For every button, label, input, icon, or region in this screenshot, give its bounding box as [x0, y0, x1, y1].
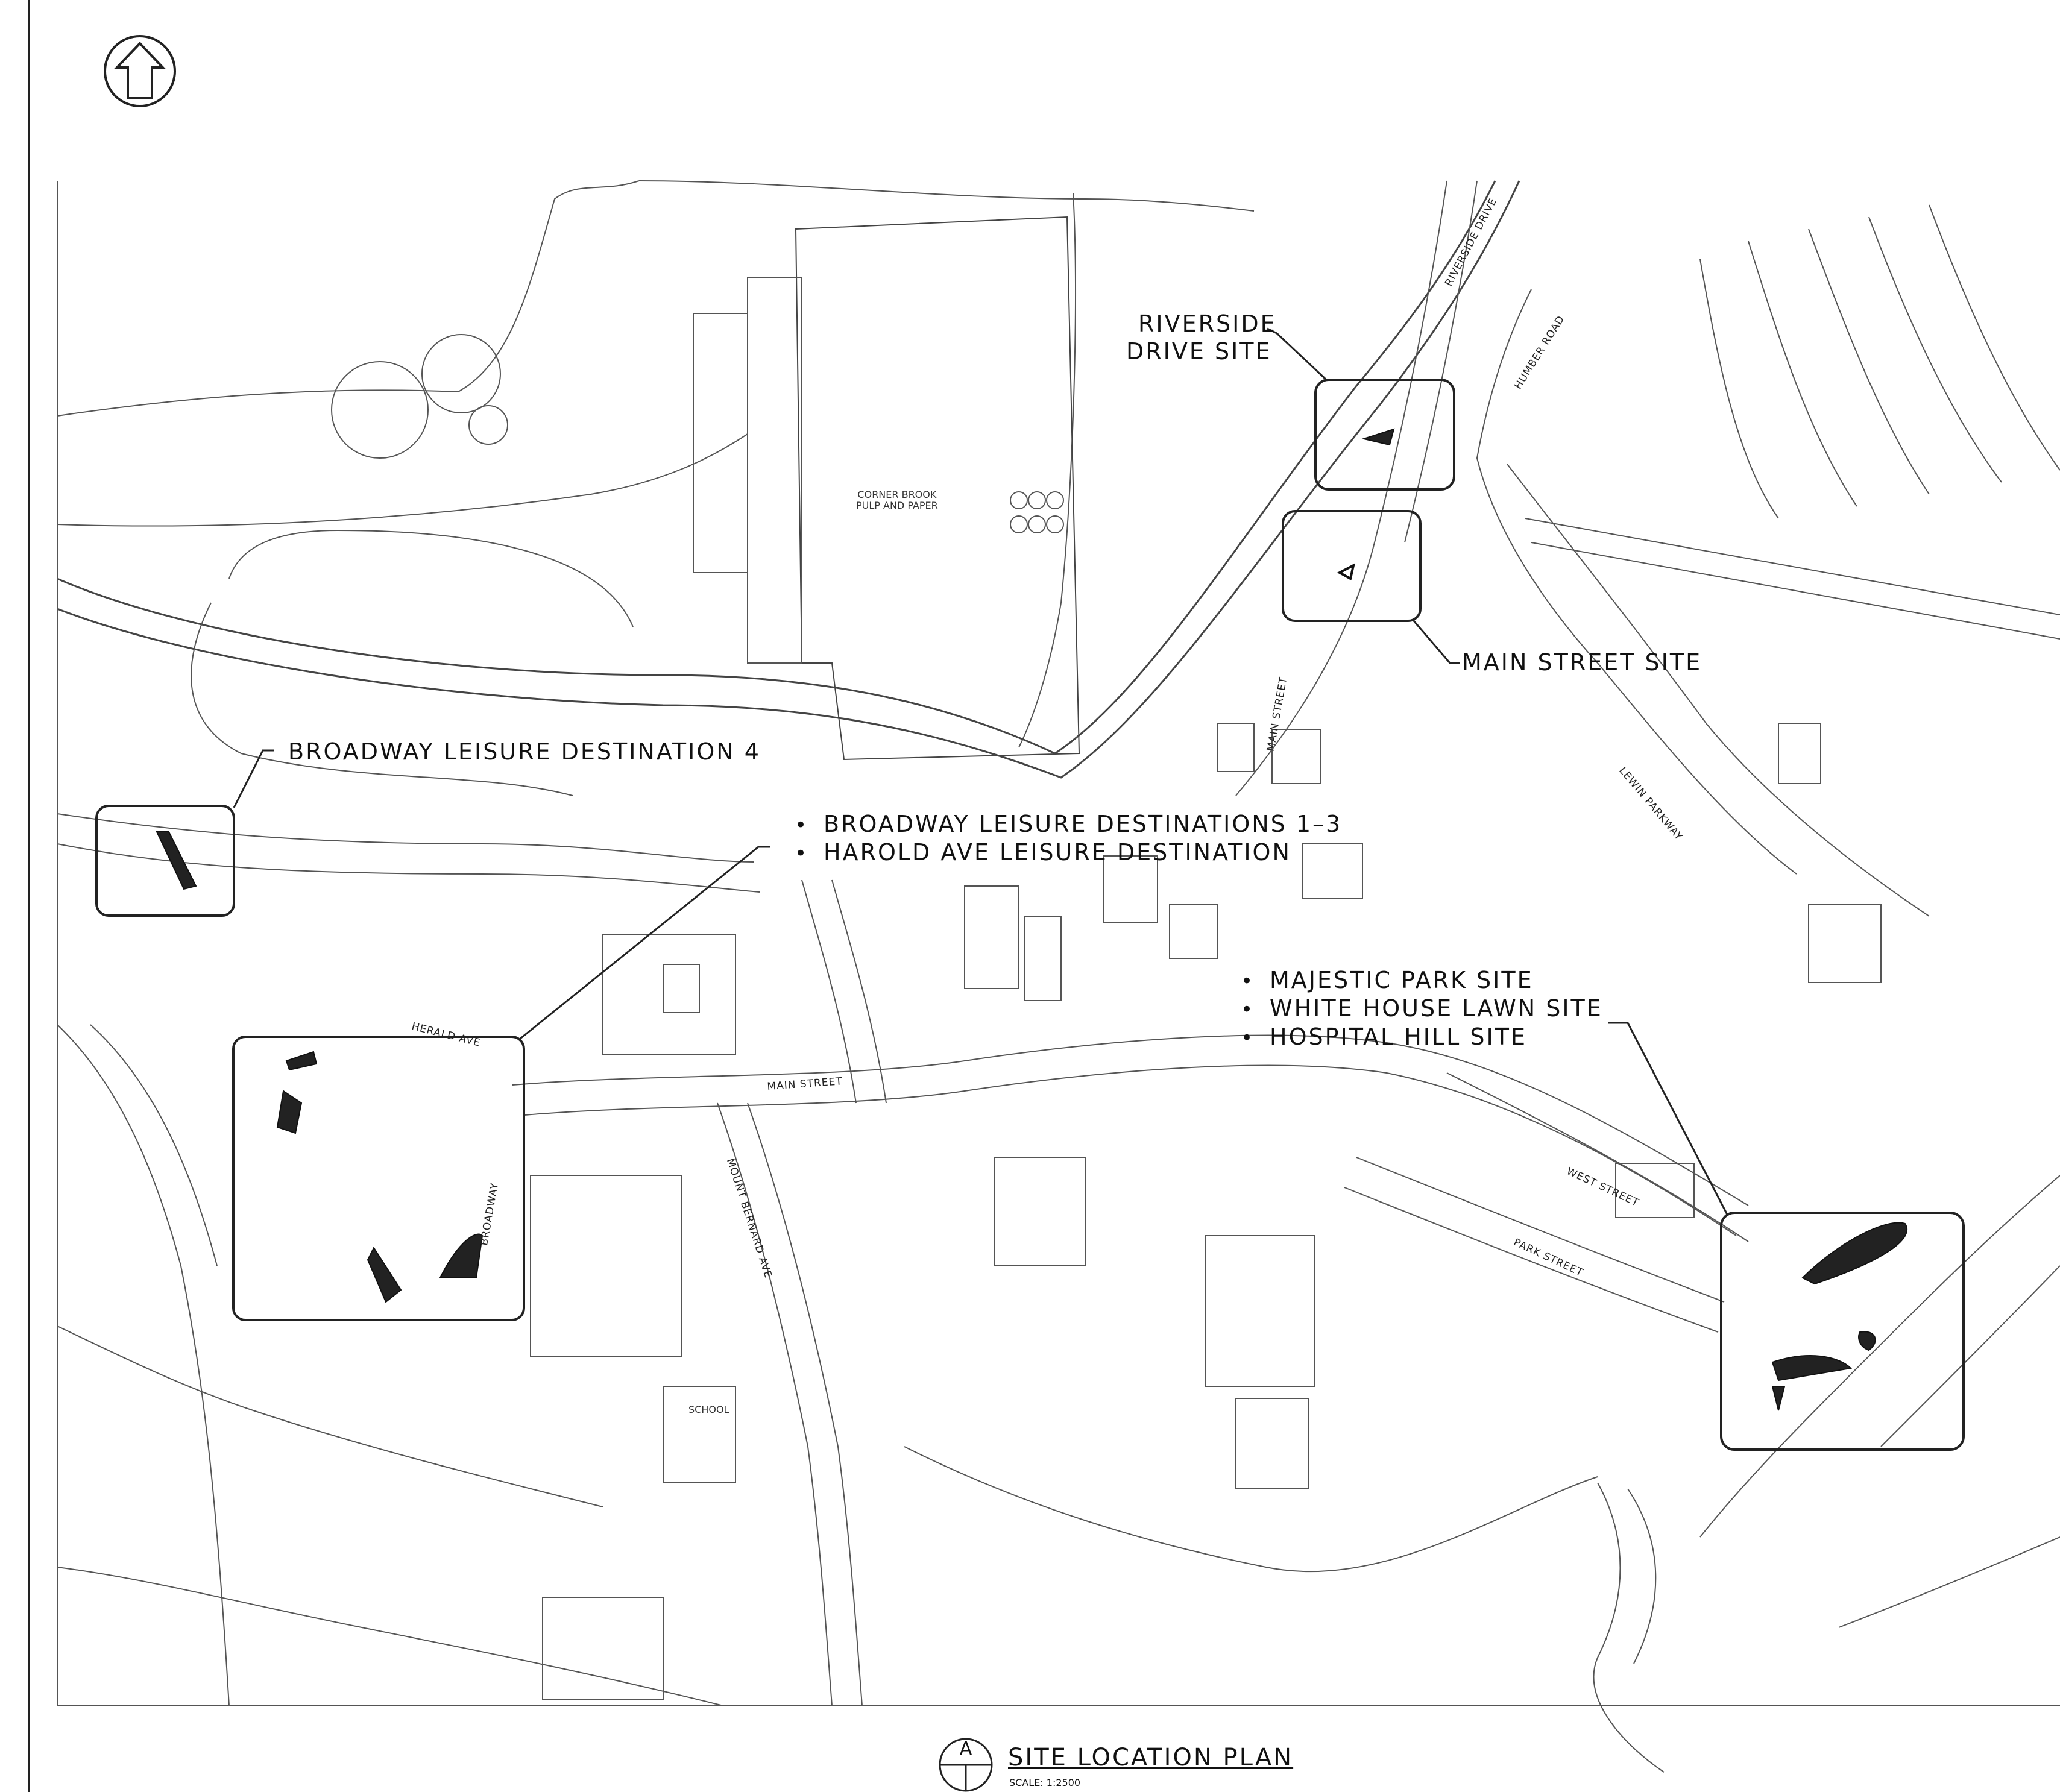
callout-white-house-lawn: WHITE HOUSE LAWN SITE: [1241, 995, 1603, 1023]
callout-riverside-line-2: DRIVE SITE: [1126, 338, 1272, 365]
landmark-school: SCHOOL: [688, 1404, 729, 1415]
callout-broadway-group: BROADWAY LEISURE DESTINATIONS 1–3 HAROLD…: [795, 811, 1342, 867]
callout-riverside-line-1: RIVERSIDE: [1138, 310, 1277, 337]
callout-majestic-park: MAJESTIC PARK SITE: [1241, 967, 1603, 995]
section-marker-icon: [939, 1738, 993, 1792]
site-boxes: [95, 379, 1965, 1451]
callout-main-street-site: MAIN STREET SITE: [1462, 649, 1702, 676]
drawing-scale: SCALE: 1:2500: [1009, 1777, 1081, 1788]
riverside-drive-site-box: [1314, 379, 1455, 491]
site-highlights: [156, 428, 1907, 1411]
section-letter: A: [959, 1738, 972, 1759]
callout-broadway-1-3: BROADWAY LEISURE DESTINATIONS 1–3: [795, 811, 1342, 839]
map-linework: [57, 180, 2060, 1773]
callout-broadway-4: BROADWAY LEISURE DESTINATION 4: [288, 738, 761, 765]
landmark-mill-line-1: CORNER BROOK: [857, 489, 937, 500]
callout-hospital-hill: HOSPITAL HILL SITE: [1241, 1023, 1603, 1052]
leader-lines: [233, 327, 1728, 1215]
landmark-mill-line-2: PULP AND PAPER: [856, 500, 938, 512]
broadway-4-site-box: [95, 805, 235, 917]
main-street-site-box: [1282, 510, 1422, 622]
callout-harold-ave: HAROLD AVE LEISURE DESTINATION: [795, 839, 1342, 867]
broadway-1-3-site-box: [232, 1036, 525, 1321]
north-arrow-icon: [104, 35, 176, 107]
landmark-mill: CORNER BROOK PULP AND PAPER: [856, 489, 938, 512]
drawing-title: SITE LOCATION PLAN: [1008, 1744, 1294, 1772]
callout-park-group: MAJESTIC PARK SITE WHITE HOUSE LAWN SITE…: [1241, 967, 1603, 1052]
park-site-box: [1720, 1212, 1965, 1451]
